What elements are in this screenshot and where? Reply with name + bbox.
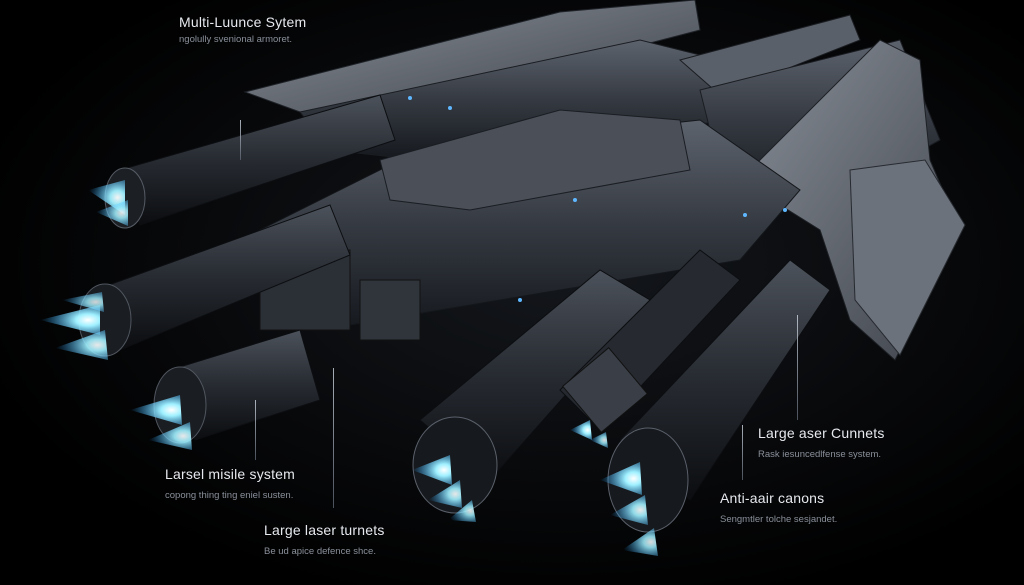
label-laser-right: Large aser Cunnets Rask iesuncedlfense s… — [758, 425, 885, 460]
label-title: Large laser turnets — [264, 522, 385, 538]
label-subtitle: ngolully svenional armoret. — [179, 34, 293, 45]
label-anti-air: Anti-aair canons Sengmtler tolche sesjan… — [720, 490, 837, 525]
leader-line-laser-right — [797, 315, 798, 420]
label-title: Larsel misile system — [165, 466, 296, 482]
leader-line-laser-left — [333, 368, 334, 508]
label-subtitle: Sengmtler tolche sesjandet. — [720, 514, 838, 525]
label-subtitle: copong thing ting eniel susten. — [165, 490, 294, 501]
leader-line-missile — [255, 400, 256, 460]
label-subtitle: Be ud apice defence shce. — [264, 546, 376, 557]
leader-line-multi-launch — [240, 120, 241, 160]
label-subtitle: Rask iesuncedlfense system. — [758, 449, 882, 460]
label-multi-launch: Multi-Luunce Sytem ngolully svenional ar… — [179, 14, 306, 45]
label-laser-left: Large laser turnets Be ud apice defence … — [264, 522, 385, 557]
leader-line-anti-air — [742, 425, 743, 480]
label-title: Large aser Cunnets — [758, 425, 885, 441]
label-title: Multi-Luunce Sytem — [179, 14, 307, 30]
label-missile: Larsel misile system copong thing ting e… — [165, 466, 295, 501]
label-title: Anti-aair canons — [720, 490, 825, 506]
